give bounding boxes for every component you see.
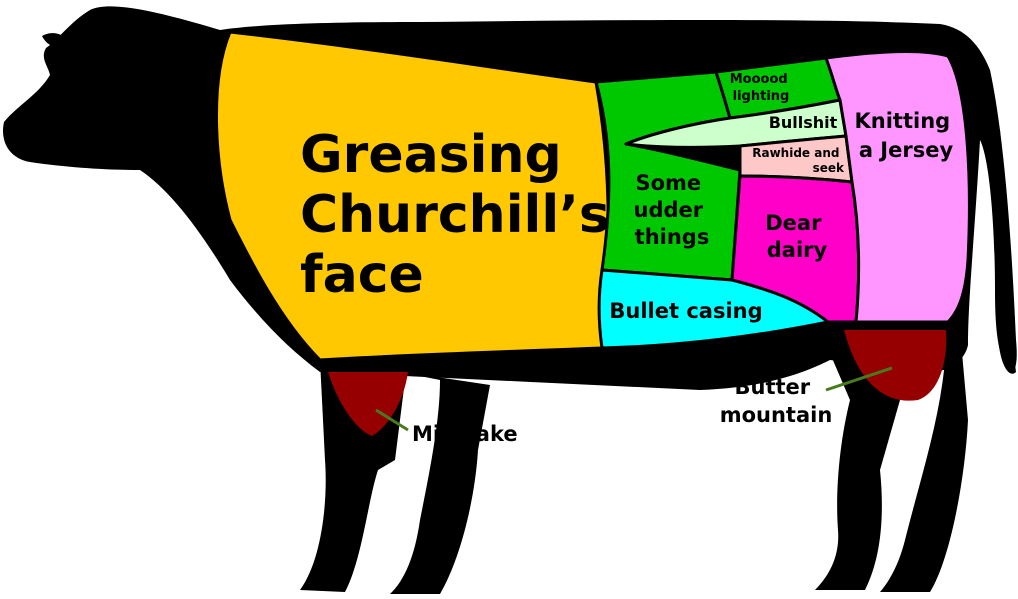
label-mooood-lighting: Mooood lighting bbox=[730, 72, 793, 104]
label-bullshit: Bullshit bbox=[769, 113, 838, 132]
region-butter-mountain bbox=[844, 330, 947, 401]
cow-front-leg-right bbox=[390, 370, 490, 594]
label-knitting-a-jersey: Knitting a Jersey bbox=[855, 109, 958, 162]
region-bullet-casing bbox=[597, 268, 830, 350]
label-milk-lake: Milk lake bbox=[412, 422, 518, 446]
region-milk-lake bbox=[328, 372, 408, 436]
label-dear-dairy: Dear dairy bbox=[765, 211, 829, 262]
cow-ear bbox=[42, 33, 70, 48]
label-butter-mountain: Butter mountain bbox=[720, 375, 833, 427]
milk-lake-leader-line bbox=[375, 408, 409, 432]
label-rawhide-and-seek: Rawhide and seek bbox=[752, 146, 845, 175]
label-bullet-casing: Bullet casing bbox=[609, 299, 762, 323]
label-some-udder-things: Some udder things bbox=[634, 171, 711, 249]
cow-rear-leg-right bbox=[880, 330, 968, 592]
region-greasing-churchills-face bbox=[215, 30, 610, 362]
cow-rear-leg-left bbox=[815, 330, 900, 590]
label-greasing-churchills-face: Greasing Churchill’s face bbox=[300, 125, 628, 305]
region-knitting-a-jersey bbox=[824, 50, 971, 324]
butter-mountain-leader-line bbox=[825, 366, 893, 392]
cow-tail bbox=[980, 90, 1016, 374]
